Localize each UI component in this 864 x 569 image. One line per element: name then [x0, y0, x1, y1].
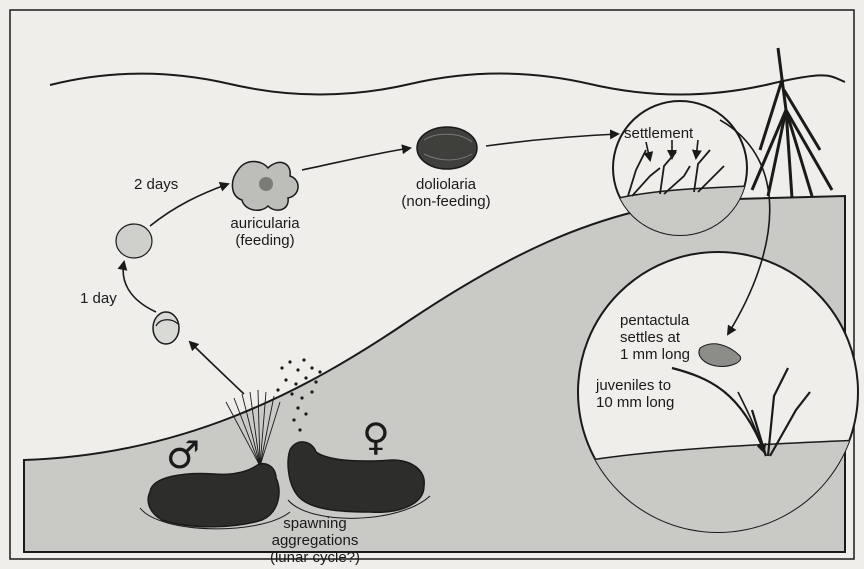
juveniles-line-1: juveniles to [596, 377, 674, 394]
spawning-line-3: (lunar cycle?) [260, 549, 370, 566]
juveniles-label: juveniles to 10 mm long [596, 377, 674, 411]
juveniles-line-2: 10 mm long [596, 394, 674, 411]
female-symbol-icon: ♀ [362, 418, 390, 456]
pentactula-line-1: pentactula [620, 312, 690, 329]
early-larva-icon [116, 224, 152, 258]
settlement-label: settlement [624, 125, 693, 142]
auricularia-name: auricularia [225, 215, 305, 232]
pentactula-line-3: 1 mm long [620, 346, 690, 363]
doliolaria-name: doliolaria [398, 176, 494, 193]
doliolaria-label: doliolaria (non-feeding) [398, 176, 494, 210]
spawning-line-1: spawning [260, 515, 370, 532]
auricularia-label: auricularia (feeding) [225, 215, 305, 249]
pentactula-line-2: settles at [620, 329, 690, 346]
auricularia-note: (feeding) [225, 232, 305, 249]
doliolaria-larva-icon [417, 127, 477, 169]
doliolaria-note: (non-feeding) [398, 193, 494, 210]
two-days-label: 2 days [134, 176, 178, 193]
male-symbol-icon: ♂ [166, 436, 200, 474]
pentactula-label: pentactula settles at 1 mm long [620, 312, 690, 363]
spawning-label: spawning aggregations (lunar cycle?) [260, 515, 370, 566]
spawning-line-2: aggregations [260, 532, 370, 549]
egg-stage-icon [153, 312, 179, 344]
one-day-label: 1 day [80, 290, 117, 307]
